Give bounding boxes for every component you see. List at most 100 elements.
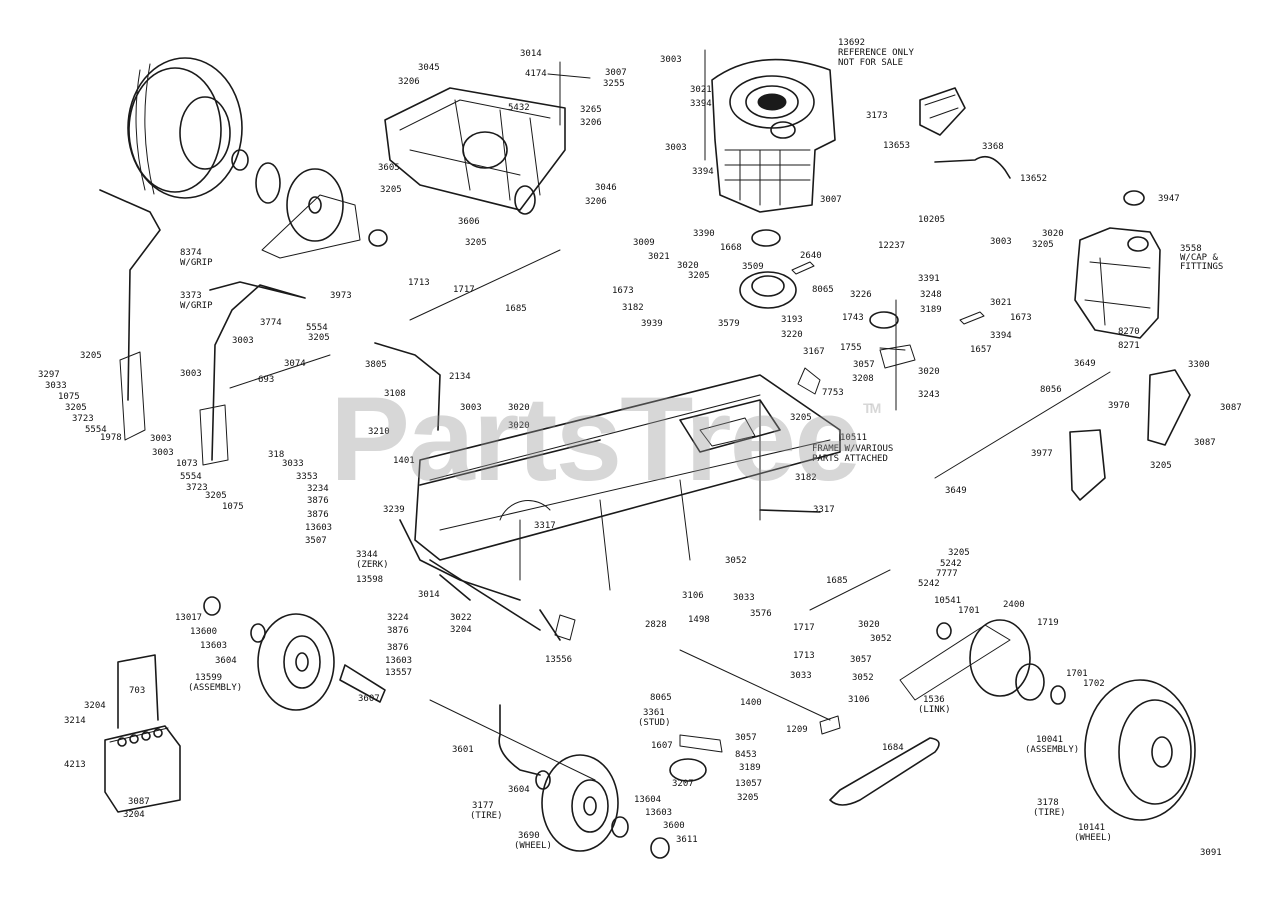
callout-label: W/GRIP: [180, 258, 213, 268]
callout-label: 3774: [260, 318, 282, 328]
callout-label: 3193: [781, 315, 803, 325]
callout-label: 2134: [449, 372, 471, 382]
callout-label: 13600: [190, 627, 217, 637]
callout-label: 3189: [920, 305, 942, 315]
callout-label: 3178: [1037, 798, 1059, 808]
callout-label: (ASSEMBLY): [1025, 745, 1079, 755]
callout-label: 1713: [793, 651, 815, 661]
callout-label: 3087: [1194, 438, 1216, 448]
callout-label: 3205: [465, 238, 487, 248]
callout-label: 13652: [1020, 174, 1047, 184]
callout-label: 3297: [38, 370, 60, 380]
callout-label: 3205: [1032, 240, 1054, 250]
callout-label: 8271: [1118, 341, 1140, 351]
callout-label: (ZERK): [356, 560, 389, 570]
callout-label: 1685: [826, 576, 848, 586]
callout-label: 3373: [180, 291, 202, 301]
front-tire-left: [203, 596, 335, 711]
callout-label: 3007: [820, 195, 842, 205]
callout-label: (WHEEL): [514, 841, 552, 851]
callout-label: 13653: [883, 141, 910, 151]
callout-label: 3558: [1180, 244, 1202, 254]
callout-label: 13557: [385, 668, 412, 678]
callout-label: 318: [268, 450, 284, 460]
callout-label: 3690: [518, 831, 540, 841]
callout-label: 8065: [650, 693, 672, 703]
callout-label: 3106: [682, 591, 704, 601]
callout-label: 1701: [958, 606, 980, 616]
callout-label: 1755: [840, 343, 862, 353]
callout-label: 3205: [737, 793, 759, 803]
callout-label: 3204: [450, 625, 472, 635]
callout-label: 3003: [660, 55, 682, 65]
callout-label: 1607: [651, 741, 673, 751]
callout-label: 3033: [282, 459, 304, 469]
callout-label: 3600: [663, 821, 685, 831]
callout-label: 1719: [1037, 618, 1059, 628]
callout-label: 3057: [850, 655, 872, 665]
engine: [704, 49, 836, 213]
callout-label: 3087: [1220, 403, 1242, 413]
callout-label: 1657: [970, 345, 992, 355]
callout-label: 3214: [64, 716, 86, 726]
callout-label: 3189: [739, 763, 761, 773]
callout-label: 3003: [990, 237, 1012, 247]
callout-label: 703: [129, 686, 145, 696]
callout-label: 3020: [508, 421, 530, 431]
callout-label: 10041: [1036, 735, 1063, 745]
callout-label: 3604: [215, 656, 237, 666]
callout-label: 3579: [718, 319, 740, 329]
electric-clutch: [739, 229, 985, 369]
callout-label: 1401: [393, 456, 415, 466]
callout-label: 1717: [453, 285, 475, 295]
callout-label: 4213: [64, 760, 86, 770]
callout-label: 3014: [520, 49, 542, 59]
callout-label: 3046: [595, 183, 617, 193]
callout-label: 3020: [508, 403, 530, 413]
callout-label: 3022: [450, 613, 472, 623]
callout-label: 3207: [672, 779, 694, 789]
callout-label: 1978: [100, 433, 122, 443]
callout-label: 2400: [1003, 600, 1025, 610]
callout-label: 8270: [1118, 327, 1140, 337]
callout-label: 3248: [920, 290, 942, 300]
callout-label: 3947: [1158, 194, 1180, 204]
callout-label: 3243: [918, 390, 940, 400]
callout-label: REFERENCE ONLY: [838, 48, 914, 58]
callout-label: 3973: [330, 291, 352, 301]
callout-label: 3361: [643, 708, 665, 718]
callout-label: 3509: [742, 262, 764, 272]
callout-label: 3234: [307, 484, 329, 494]
callout-label: 1536: [923, 695, 945, 705]
callout-label: 3014: [418, 590, 440, 600]
callout-label: 3601: [452, 745, 474, 755]
callout-label: 5242: [918, 579, 940, 589]
callout-label: 1717: [793, 623, 815, 633]
callout-label: 3106: [848, 695, 870, 705]
callout-label: 3576: [750, 609, 772, 619]
callout-label: W/CAP &: [1180, 253, 1219, 263]
callout-label: 3507: [305, 536, 327, 546]
callout-label: 13603: [645, 808, 672, 818]
callout-label: 10541: [934, 596, 961, 606]
callout-label: 3204: [84, 701, 106, 711]
callout-label: 3939: [641, 319, 663, 329]
callout-label: 10141: [1078, 823, 1105, 833]
callout-label: 3317: [813, 505, 835, 515]
callout-label: 3970: [1108, 401, 1130, 411]
callout-label: 1400: [740, 698, 762, 708]
callout-label: 13603: [305, 523, 332, 533]
callout-label: 1673: [612, 286, 634, 296]
callout-label: 13057: [735, 779, 762, 789]
callout-label: W/GRIP: [180, 301, 213, 311]
callout-label: 3344: [356, 550, 378, 560]
callout-label: 13603: [385, 656, 412, 666]
callout-label: 3003: [150, 434, 172, 444]
callout-label: 13604: [634, 795, 661, 805]
battery: [104, 654, 181, 813]
callout-label: FRAME W/VARIOUS: [812, 444, 893, 454]
rear-tire-left: [127, 57, 243, 199]
callout-label: 693: [258, 375, 274, 385]
callout-label: 3003: [152, 448, 174, 458]
